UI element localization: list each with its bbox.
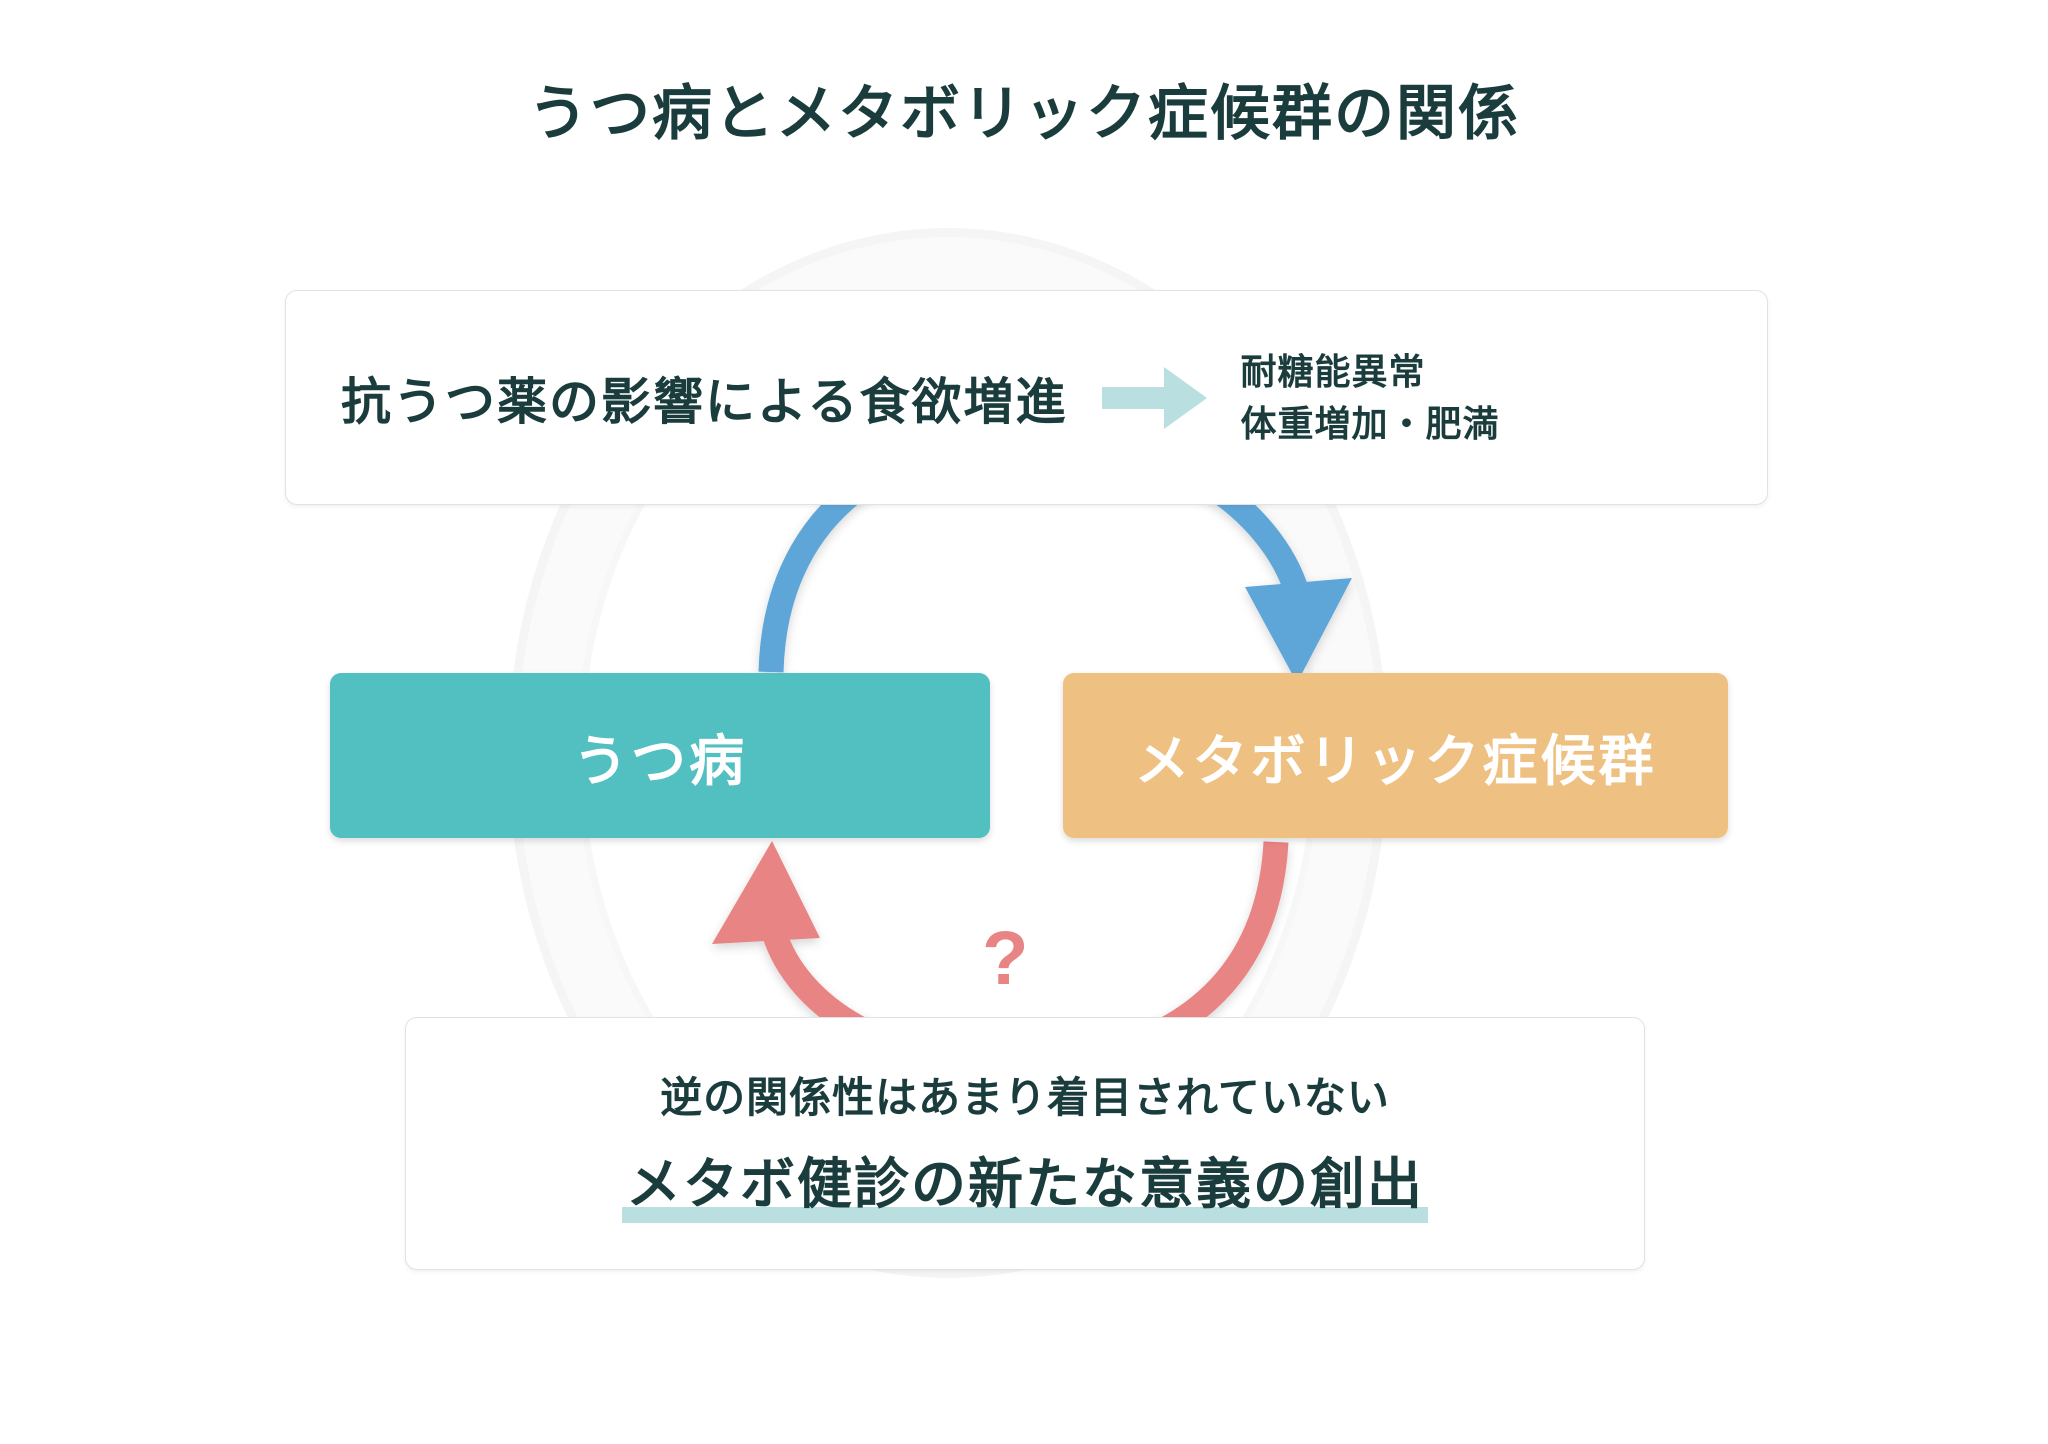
conclusion-highlight: メタボ健診の新たな意義の創出 bbox=[621, 1139, 1428, 1223]
conclusion-card: 逆の関係性はあまり着目されていない メタボ健診の新たな意義の創出 bbox=[405, 1017, 1645, 1270]
entity-label-metabolic-syndrome: メタボリック症候群 bbox=[1134, 729, 1657, 792]
entity-label-depression: うつ病 bbox=[572, 729, 747, 792]
outcome-item-1: 体重増加・肥満 bbox=[1240, 402, 1500, 444]
question-mark-label: ? bbox=[982, 916, 1029, 1001]
antidepressant-effect-card: 抗うつ薬の影響による食欲増進 耐糖能異常 体重増加・肥満 bbox=[285, 290, 1768, 505]
conclusion-note: 逆の関係性はあまり着目されていない bbox=[660, 1074, 1390, 1121]
outcome-item-0: 耐糖能異常 bbox=[1240, 351, 1426, 393]
antidepressant-outcomes: 耐糖能異常 体重増加・肥満 bbox=[1241, 346, 1500, 448]
page-title: うつ病とメタボリック症候群の関係 bbox=[528, 80, 1520, 147]
antidepressant-lead-text: 抗うつ薬の影響による食欲増進 bbox=[341, 373, 1068, 430]
right-block-arrow-icon bbox=[1101, 366, 1207, 429]
entity-box-metabolic-syndrome[interactable]: メタボリック症候群 bbox=[1063, 673, 1728, 838]
entity-box-depression[interactable]: うつ病 bbox=[330, 673, 990, 838]
